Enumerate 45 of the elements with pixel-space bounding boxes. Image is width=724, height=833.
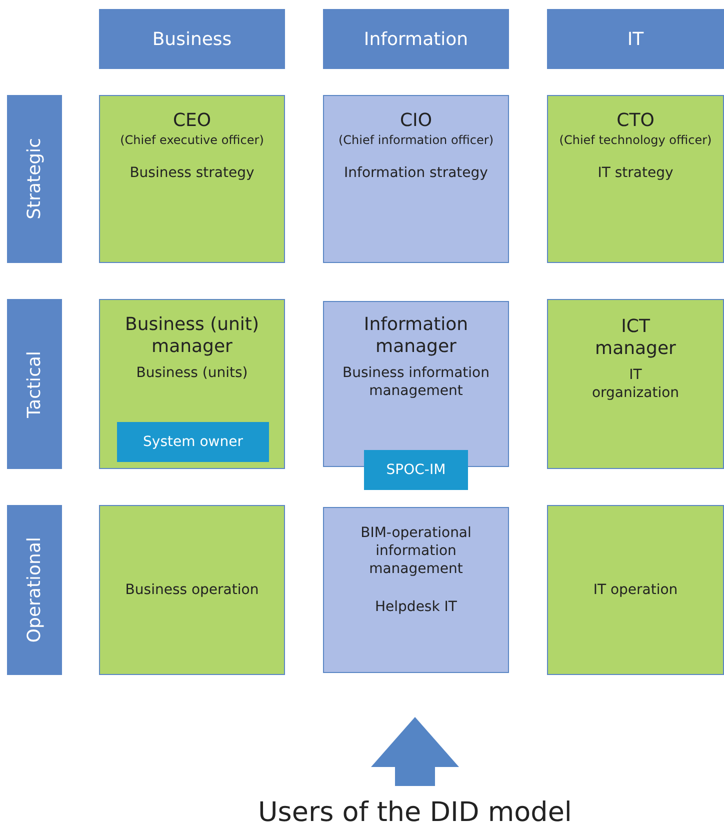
role-title: ICT manager: [594, 316, 677, 360]
row-header: [7, 505, 62, 675]
label-text: System owner: [143, 434, 243, 450]
role-subtitle: (Chief executive officer): [120, 132, 264, 148]
role-description: Business (units): [136, 364, 248, 382]
role-box: [99, 505, 285, 675]
role-subtitle: (Chief information officer): [338, 132, 494, 148]
role-description: Business information management: [342, 364, 490, 400]
role-description: IT strategy: [598, 164, 674, 182]
role-description: Helpdesk IT: [375, 598, 457, 616]
role-description: BIM-operational information management: [360, 524, 472, 578]
role-tag: [117, 422, 269, 462]
role-box: [99, 95, 285, 263]
column-header: [99, 9, 285, 69]
column-header: [323, 9, 509, 69]
caption-text: Users of the DID model: [258, 796, 572, 828]
block-arrow: [371, 717, 459, 786]
label-text: SPOC-IM: [386, 462, 446, 478]
role-box: [547, 299, 724, 469]
role-title: Business (unit) manager: [124, 314, 260, 358]
column-header: [547, 9, 724, 69]
role-description: Information strategy: [344, 164, 488, 182]
role-description: Business operation: [125, 581, 259, 599]
role-box: [323, 507, 509, 673]
label-text: Strategic: [24, 138, 45, 220]
role-title: Information manager: [362, 314, 470, 358]
role-title: CEO: [172, 110, 212, 132]
role-title: CIO: [400, 110, 432, 132]
role-title: CTO: [616, 110, 654, 132]
label-text: Business: [152, 28, 232, 50]
row-header: [7, 299, 62, 469]
role-box: [99, 299, 285, 469]
role-box: [547, 95, 724, 263]
role-box: [323, 95, 509, 263]
role-tag: [364, 450, 468, 490]
label-text: Operational: [24, 537, 45, 643]
role-box: [547, 505, 724, 675]
role-description: IT operation: [593, 581, 678, 599]
label-text: Information: [364, 28, 468, 50]
role-description: Business strategy: [130, 164, 254, 182]
row-header: [7, 95, 62, 263]
label-text: Tactical: [24, 350, 45, 418]
role-description: IT organization: [590, 366, 680, 402]
label-text: IT: [627, 28, 644, 50]
role-subtitle: (Chief technology officer): [559, 132, 712, 148]
